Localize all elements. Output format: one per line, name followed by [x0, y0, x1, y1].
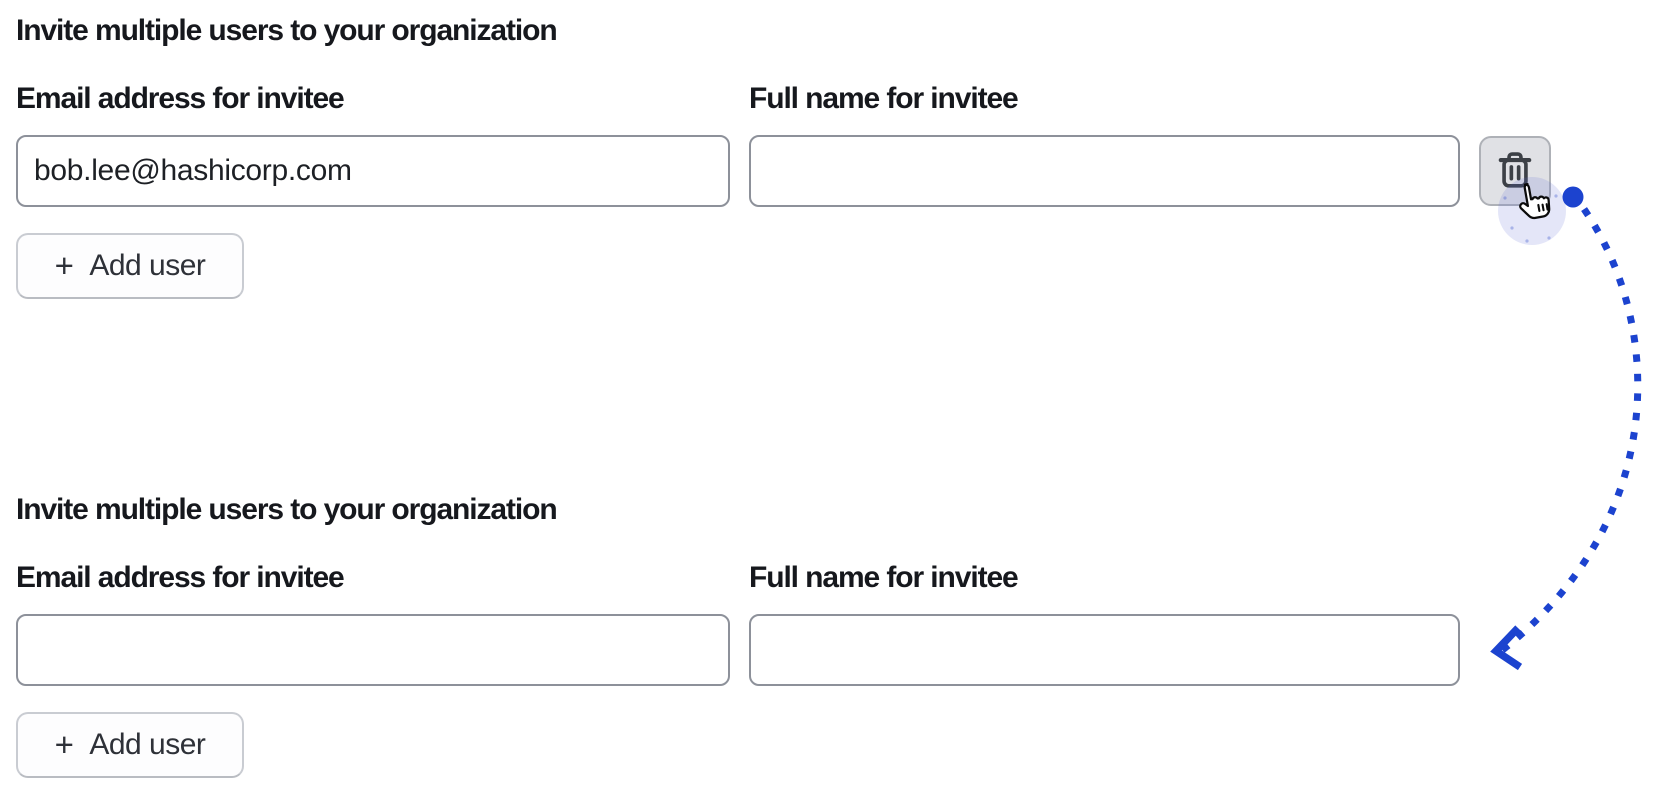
full-name-field-group: Full name for invitee — [749, 81, 1460, 207]
email-input[interactable] — [16, 614, 730, 686]
add-user-button[interactable]: + Add user — [16, 233, 244, 299]
invite-form-after: Invite multiple users to your organizati… — [16, 492, 1576, 778]
invite-form-before: Invite multiple users to your organizati… — [16, 13, 1576, 299]
invitee-row: Email address for invitee Full name for … — [16, 81, 1576, 207]
row-actions — [1479, 560, 1551, 686]
plus-icon: + — [54, 725, 74, 763]
section-heading: Invite multiple users to your organizati… — [16, 14, 558, 47]
email-label: Email address for invitee — [16, 82, 345, 115]
add-user-label: Add user — [89, 728, 206, 761]
add-user-button[interactable]: + Add user — [16, 712, 244, 778]
trash-icon — [1498, 152, 1532, 188]
email-field-group: Email address for invitee — [16, 560, 730, 686]
email-field-group: Email address for invitee — [16, 81, 730, 207]
full-name-field-group: Full name for invitee — [749, 560, 1460, 686]
row-actions — [1479, 81, 1551, 207]
email-label: Email address for invitee — [16, 561, 345, 594]
full-name-label: Full name for invitee — [749, 561, 1019, 594]
delete-row-button[interactable] — [1479, 136, 1551, 206]
email-input[interactable] — [16, 135, 730, 207]
invitee-row: Email address for invitee Full name for … — [16, 560, 1576, 686]
full-name-label: Full name for invitee — [749, 82, 1019, 115]
add-user-label: Add user — [89, 249, 206, 282]
full-name-input[interactable] — [749, 614, 1460, 686]
full-name-input[interactable] — [749, 135, 1460, 207]
section-heading: Invite multiple users to your organizati… — [16, 493, 558, 526]
plus-icon: + — [54, 246, 74, 284]
